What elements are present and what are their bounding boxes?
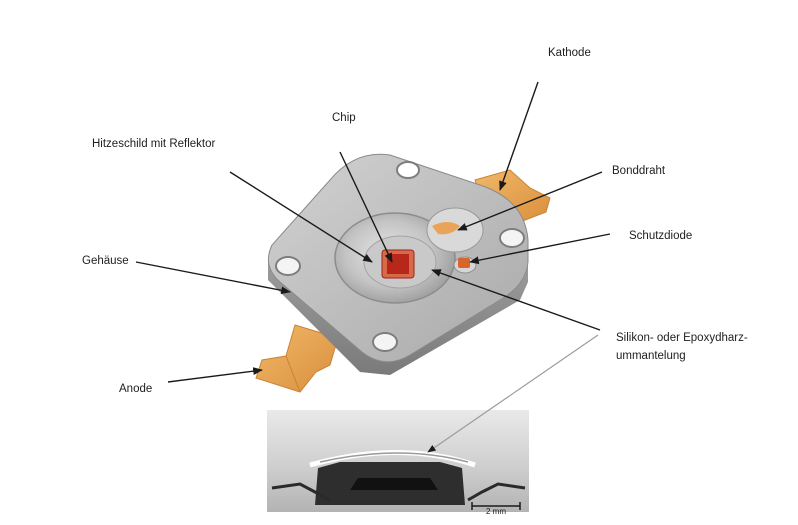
- label-silikon-line1: Silikon- oder Epoxydharz-: [616, 332, 748, 344]
- label-chip: Chip: [332, 112, 356, 124]
- arrow-gehaeuse: [135, 261, 291, 295]
- arrow-silikon-top: [431, 269, 601, 331]
- label-bonddraht: Bonddraht: [612, 165, 666, 177]
- arrow-schutzdiode: [469, 233, 611, 265]
- led-chip: [381, 249, 415, 279]
- label-schutzdiode: Schutzdiode: [629, 230, 693, 242]
- mounting-holes: [275, 161, 525, 352]
- arrow-bonddraht: [457, 171, 603, 231]
- arrow-anode: [167, 367, 263, 383]
- label-anode: Anode: [119, 383, 153, 395]
- arrow-silikon-photo: [427, 334, 599, 453]
- label-kathode: Kathode: [548, 47, 591, 59]
- scale-bar-label: 2 mm: [486, 507, 506, 516]
- label-hitzeschild: Hitzeschild mit Reflektor: [92, 138, 216, 150]
- label-silikon-line2: ummantelung: [616, 350, 686, 362]
- callout-arrows: [135, 81, 611, 383]
- cross-section-photo: [267, 410, 529, 512]
- arrow-hitzeschild: [229, 171, 373, 263]
- bond-pad: [432, 222, 460, 235]
- arrow-kathode: [499, 81, 539, 191]
- arrow-chip: [339, 151, 393, 263]
- schutzdiode-chip: [458, 258, 470, 268]
- label-gehaeuse: Gehäuse: [82, 255, 129, 267]
